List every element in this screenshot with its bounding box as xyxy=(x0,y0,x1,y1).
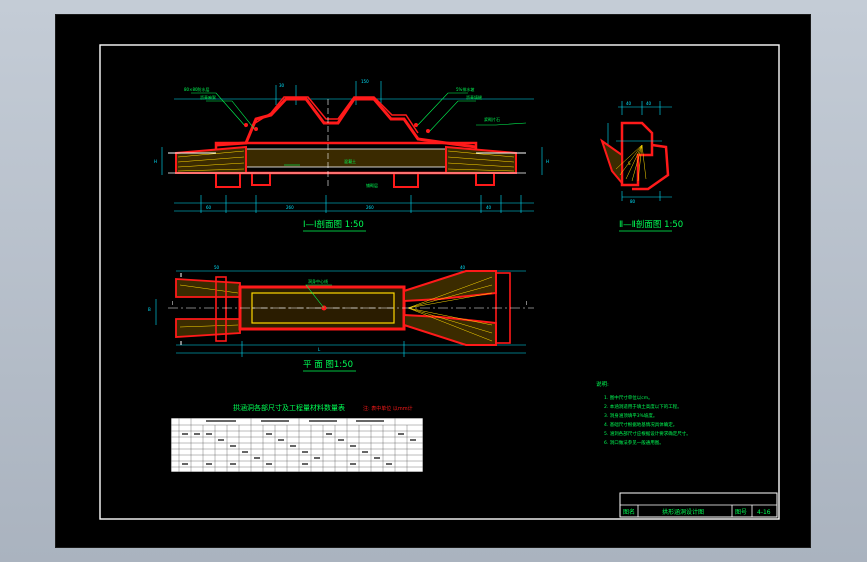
svg-text:Ⅱ: Ⅱ xyxy=(180,273,182,279)
svg-text:洞身中心线: 洞身中心线 xyxy=(308,278,328,284)
plan-title: 平 面 图1:50 xyxy=(303,360,353,370)
note-item: 3. 洞身涵顶填平3%坡度。 xyxy=(604,412,657,419)
plan-drawing: 洞身中心线 L B 50 40 I I Ⅱ Ⅱ xyxy=(148,265,534,357)
note-item: 4. 基础尺寸根据地基情况具体确定。 xyxy=(604,421,677,428)
svg-text:浆砌片石: 浆砌片石 xyxy=(484,116,500,122)
svg-text:40: 40 xyxy=(646,101,652,106)
title-block: 图名 拱形涵洞设计图 图号 4-16 xyxy=(619,492,778,518)
svg-text:50: 50 xyxy=(214,265,220,270)
note-item: 2. 本涵洞适用于填土高度以下的工程。 xyxy=(604,403,682,410)
notes-heading: 说明: xyxy=(596,380,609,388)
notes-block: 说明: 1. 图中尺寸单位以cm。 2. 本涵洞适用于填土高度以下的工程。 3.… xyxy=(596,380,691,446)
svg-text:150: 150 xyxy=(361,79,369,84)
inner-frame xyxy=(99,44,780,520)
note-item: 1. 图中尺寸单位以cm。 xyxy=(604,394,653,401)
title-block-label-number: 图号 xyxy=(735,509,747,516)
quantity-table xyxy=(170,417,424,473)
svg-text:I: I xyxy=(172,301,173,307)
svg-text:I: I xyxy=(526,301,527,307)
table-title: 拱涵洞各部尺寸及工程量材料数量表 xyxy=(233,403,345,412)
title-block-label-name: 图名 xyxy=(623,508,635,516)
svg-text:铺砌层: 铺砌层 xyxy=(366,182,378,188)
svg-text:沥青麻絮: 沥青麻絮 xyxy=(200,94,216,100)
svg-text:H: H xyxy=(546,159,549,164)
table-note: 注: 表中单位 以mm计 xyxy=(363,405,413,412)
svg-text:S: S xyxy=(628,161,631,166)
svg-text:40: 40 xyxy=(626,101,632,106)
svg-text:40: 40 xyxy=(486,205,492,210)
svg-text:L: L xyxy=(318,347,321,352)
drawing-sheet: 80×80防水层 沥青麻絮 5%排水坡 沥青填缝 浆砌片石 混凝土 铺砌层 30… xyxy=(55,14,811,548)
section-1-drawing: 80×80防水层 沥青麻絮 5%排水坡 沥青填缝 浆砌片石 混凝土 铺砌层 30… xyxy=(154,79,549,213)
svg-text:沥青填缝: 沥青填缝 xyxy=(466,94,482,100)
title-block-drawing-name: 拱形涵洞设计图 xyxy=(662,508,704,516)
note-item: 6. 洞口做法参见一般通用图。 xyxy=(604,439,664,446)
svg-text:混凝土: 混凝土 xyxy=(344,158,356,164)
svg-text:Ⅱ: Ⅱ xyxy=(180,341,182,347)
section-1-title: Ⅰ—Ⅰ剖面图 1:50 xyxy=(303,219,364,230)
svg-text:40: 40 xyxy=(460,265,466,270)
svg-text:260: 260 xyxy=(286,205,294,210)
svg-text:H: H xyxy=(154,159,157,164)
svg-text:80: 80 xyxy=(630,199,636,204)
cad-drawing: 80×80防水层 沥青麻絮 5%排水坡 沥青填缝 浆砌片石 混凝土 铺砌层 30… xyxy=(99,44,780,520)
note-item: 5. 涵洞各部尺寸应根据设计要求确定尺寸。 xyxy=(604,430,691,437)
svg-text:80×80防水层: 80×80防水层 xyxy=(184,86,210,92)
svg-text:260: 260 xyxy=(366,205,374,210)
svg-text:5%排水坡: 5%排水坡 xyxy=(456,86,474,92)
svg-text:B: B xyxy=(148,307,151,312)
section-2-drawing: 40 40 80 S xyxy=(600,101,672,204)
svg-text:30: 30 xyxy=(279,83,285,88)
svg-text:60: 60 xyxy=(206,205,212,210)
title-block-drawing-number: 4-16 xyxy=(757,509,771,516)
section-2-title: Ⅱ—Ⅱ剖面图 1:50 xyxy=(619,219,683,230)
